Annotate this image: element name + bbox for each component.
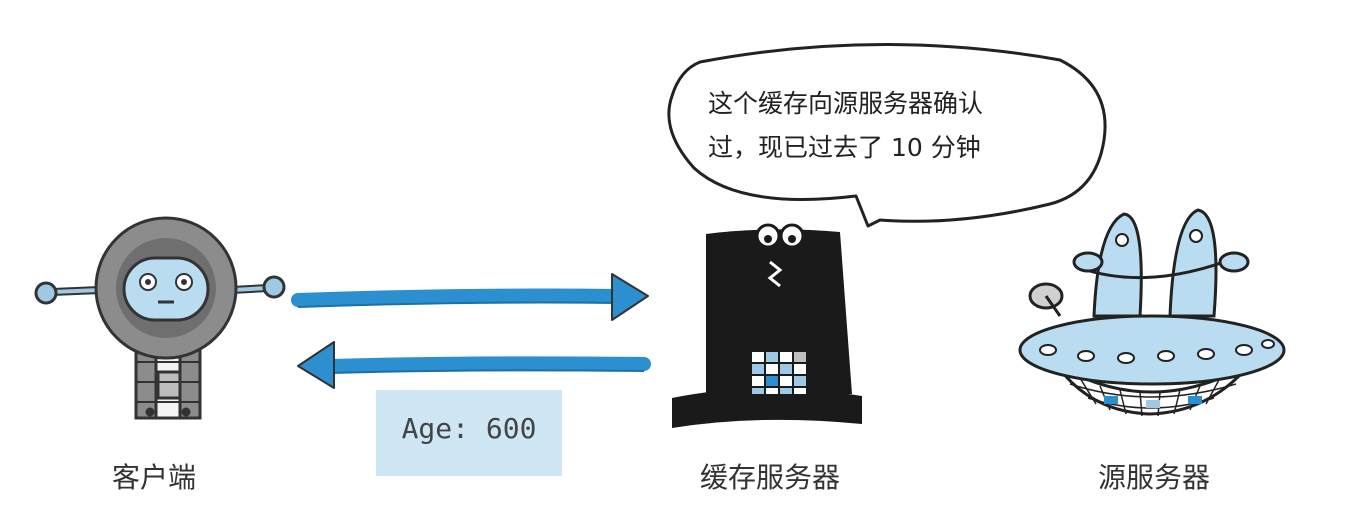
response-arrow (297, 341, 651, 389)
speech-bubble: 这个缓存向源服务器确认 过，现已过去了 10 分钟 (708, 82, 1088, 170)
speech-bubble-line-1: 这个缓存向源服务器确认 (708, 89, 984, 118)
client-robot-icon (34, 216, 286, 420)
request-arrow (291, 273, 649, 321)
client-label: 客户端 (112, 461, 197, 494)
origin-server-icon (1018, 208, 1286, 417)
cache-grid-icon (752, 352, 806, 394)
origin-server-label: 源服务器 (1098, 461, 1211, 494)
cache-server-label: 缓存服务器 (700, 461, 841, 494)
cache-server-icon (672, 223, 862, 428)
speech-bubble-shape (667, 43, 1107, 228)
age-header-text: Age: 600 (401, 412, 537, 445)
speech-bubble-line-2: 过，现已过去了 10 分钟 (708, 133, 981, 162)
age-header-box: Age: 600 (376, 390, 562, 476)
